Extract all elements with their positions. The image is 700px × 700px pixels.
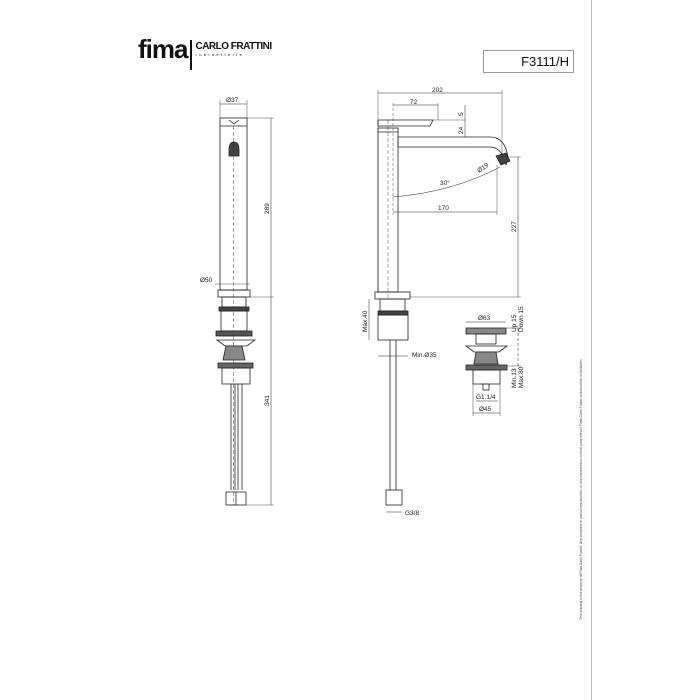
dim-below-height: 341 bbox=[264, 395, 271, 406]
dim-cap-diameter: Ø63 bbox=[478, 315, 491, 322]
dim-height: 289 bbox=[264, 203, 271, 214]
dim-lever-thickness: 5 bbox=[458, 112, 465, 116]
logo-carlo-frattini: CARLO FRATTINI bbox=[195, 41, 272, 52]
product-code: F3111/H bbox=[483, 50, 574, 73]
dim-spout-height: 227 bbox=[511, 221, 518, 232]
front-view: Ø37 Ø50 289 341 bbox=[200, 97, 274, 506]
logo-divider bbox=[190, 40, 193, 70]
spout bbox=[397, 136, 509, 166]
logo-tagline: rubinetterie bbox=[195, 52, 245, 57]
dim-travel-down: Down 15 bbox=[518, 306, 525, 332]
dim-spout-reach: 170 bbox=[438, 205, 449, 212]
dim-min-hole: Min.Ø35 bbox=[412, 352, 437, 359]
dim-thread: G1.1/4 bbox=[476, 394, 496, 401]
dim-angle: 30° bbox=[440, 179, 450, 187]
lever bbox=[377, 119, 434, 127]
dim-thickness-max: Max.80 bbox=[518, 366, 525, 388]
dim-lever: 72 bbox=[410, 99, 418, 106]
dim-base-diameter: Ø50 bbox=[200, 277, 213, 284]
dim-overall-reach: 202 bbox=[432, 87, 443, 94]
side-view: 202 72 5 24 30° Ø19 170 227 Max.40 Min.Ø… bbox=[362, 87, 521, 517]
dim-thickness-min: Min.13 bbox=[511, 368, 518, 388]
logo-fima: fima bbox=[138, 34, 188, 64]
dim-max-thickness: Max.40 bbox=[362, 310, 369, 332]
aerator bbox=[228, 141, 240, 157]
dim-body-diameter: Ø45 bbox=[479, 406, 492, 413]
dim-travel-up: Up 15 bbox=[511, 314, 518, 332]
side-rule bbox=[591, 0, 592, 700]
dim-lever-offset: 24 bbox=[458, 126, 465, 134]
brand-logo: fima CARLO FRATTINI rubinetterie bbox=[138, 34, 272, 70]
dim-top-diameter: Ø37 bbox=[226, 97, 239, 104]
waste-view: Ø63 Up 15 Down 15 Min.13 Max.80 G1.1/4 Ø… bbox=[464, 306, 525, 416]
dim-connection: G3/8 bbox=[405, 510, 419, 517]
